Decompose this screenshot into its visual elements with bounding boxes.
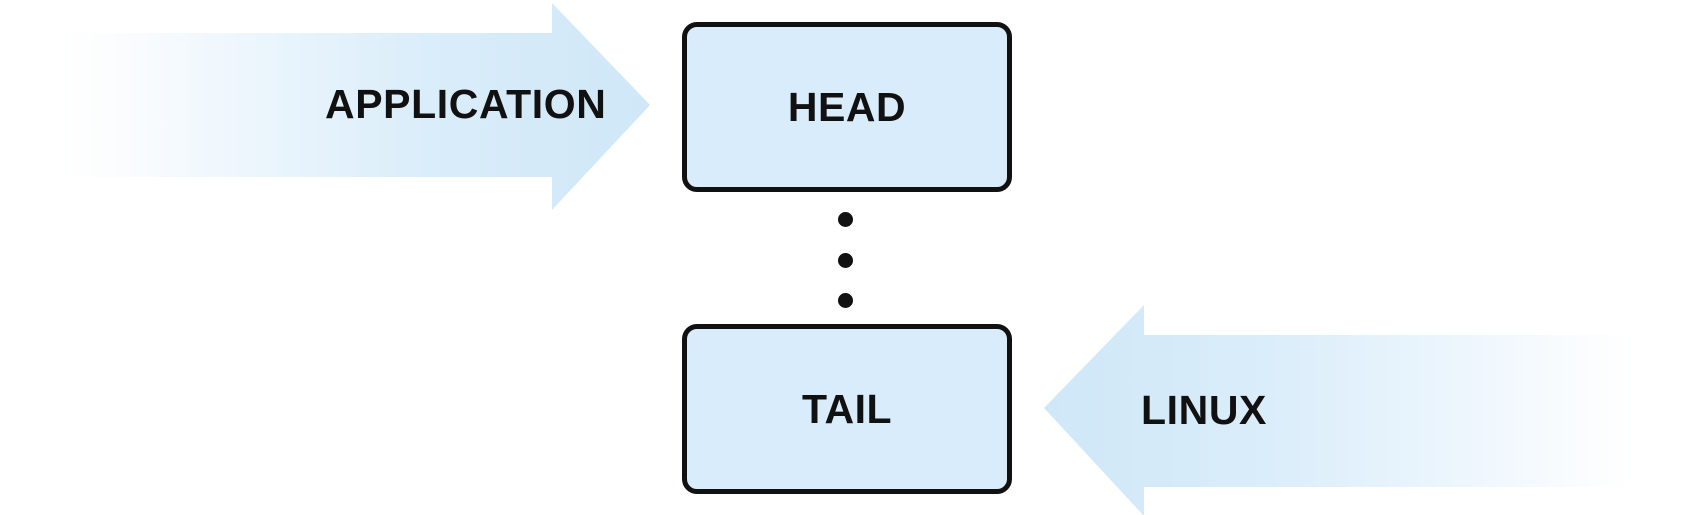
linux-arrow-shape [1044, 305, 1632, 515]
ellipsis-dot-icon [837, 212, 853, 227]
tail-node-label: TAIL [801, 385, 893, 432]
linux-arrow-label: LINUX [1141, 387, 1267, 433]
head-node-label: HEAD [787, 83, 907, 130]
tail-node[interactable]: TAIL [682, 324, 1012, 494]
ellipsis-dot-icon [837, 252, 853, 268]
ellipsis-dot-icon [837, 293, 853, 308]
head-node[interactable]: HEAD [682, 22, 1012, 192]
vertical-ellipsis-connector [832, 212, 858, 308]
application-arrow-label: APPLICATION [325, 81, 607, 127]
